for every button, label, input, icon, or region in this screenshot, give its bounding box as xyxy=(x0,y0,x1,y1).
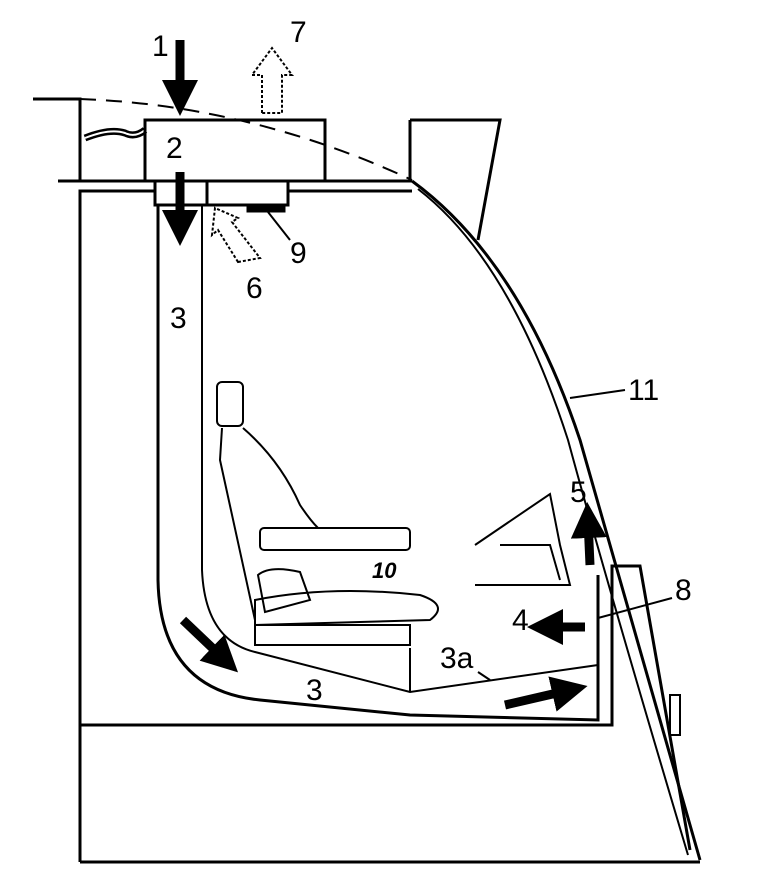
roof-dashed-line xyxy=(80,99,412,180)
arrow-5 xyxy=(588,520,590,565)
label-8: 8 xyxy=(675,574,692,607)
label-1: 1 xyxy=(152,30,169,63)
seat xyxy=(217,382,438,645)
arrow-duct-1 xyxy=(183,620,225,660)
arrow-7-outline xyxy=(252,48,292,113)
label-6: 6 xyxy=(246,272,263,305)
filter-unit xyxy=(155,181,288,205)
sensor-9 xyxy=(248,205,284,211)
label-5: 5 xyxy=(570,476,587,509)
label-9: 9 xyxy=(290,237,307,270)
rear-ledge xyxy=(33,99,80,180)
label-3a: 3a xyxy=(440,642,474,675)
label-4: 4 xyxy=(512,604,529,637)
label-11: 11 xyxy=(628,374,659,407)
duct-outer xyxy=(158,205,598,720)
label-2: 2 xyxy=(166,132,183,165)
label-3-top: 3 xyxy=(170,302,187,335)
step xyxy=(670,695,680,735)
label-10: 10 xyxy=(372,558,397,583)
dashboard xyxy=(475,494,570,585)
arrow-6-outline xyxy=(212,208,260,262)
arrow-duct-2 xyxy=(505,690,570,705)
label-7: 7 xyxy=(290,16,307,49)
label-3-bottom: 3 xyxy=(306,674,323,707)
